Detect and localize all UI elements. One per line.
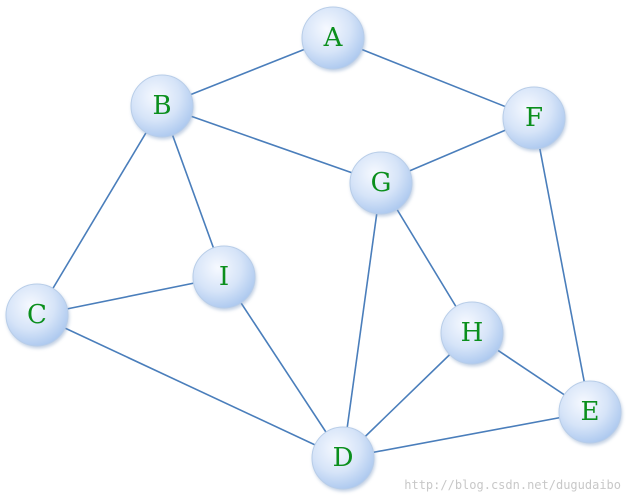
node-circle [440, 301, 504, 365]
node-label: H [461, 318, 484, 348]
edge-a-f [332, 37, 535, 119]
node-i: I [192, 245, 256, 309]
node-circle [5, 283, 69, 347]
node-label: C [27, 300, 47, 330]
node-label: A [323, 23, 344, 53]
node-label: D [333, 443, 354, 473]
nodes-layer: A B C D E F G H I [5, 6, 622, 490]
edge-b-c [36, 105, 163, 316]
node-b: B [130, 74, 194, 138]
node-circle [130, 74, 194, 138]
node-label: E [581, 397, 600, 427]
node-circle [192, 245, 256, 309]
node-circle [349, 151, 413, 215]
edge-i-d [223, 276, 344, 459]
node-g: G [349, 151, 413, 215]
node-circle [301, 6, 365, 70]
edge-c-i [36, 276, 225, 316]
edge-c-d [36, 314, 344, 459]
watermark-text: http://blog.csdn.net/dugudaibo [404, 478, 621, 492]
edge-f-e [533, 117, 591, 413]
node-f: F [502, 86, 566, 150]
node-a: A [301, 6, 365, 70]
edge-d-e [342, 411, 591, 459]
edge-b-g [161, 105, 382, 184]
node-circle [502, 86, 566, 150]
node-circle [558, 380, 622, 444]
node-label: G [371, 168, 392, 198]
edge-g-d [342, 182, 382, 459]
edges-layer [36, 37, 591, 459]
node-e: E [558, 380, 622, 444]
node-circle [311, 426, 375, 490]
node-h: H [440, 301, 504, 365]
node-label: I [219, 262, 229, 292]
node-d: D [311, 426, 375, 490]
node-label: F [525, 103, 543, 133]
node-c: C [5, 283, 69, 347]
node-label: B [152, 91, 171, 121]
